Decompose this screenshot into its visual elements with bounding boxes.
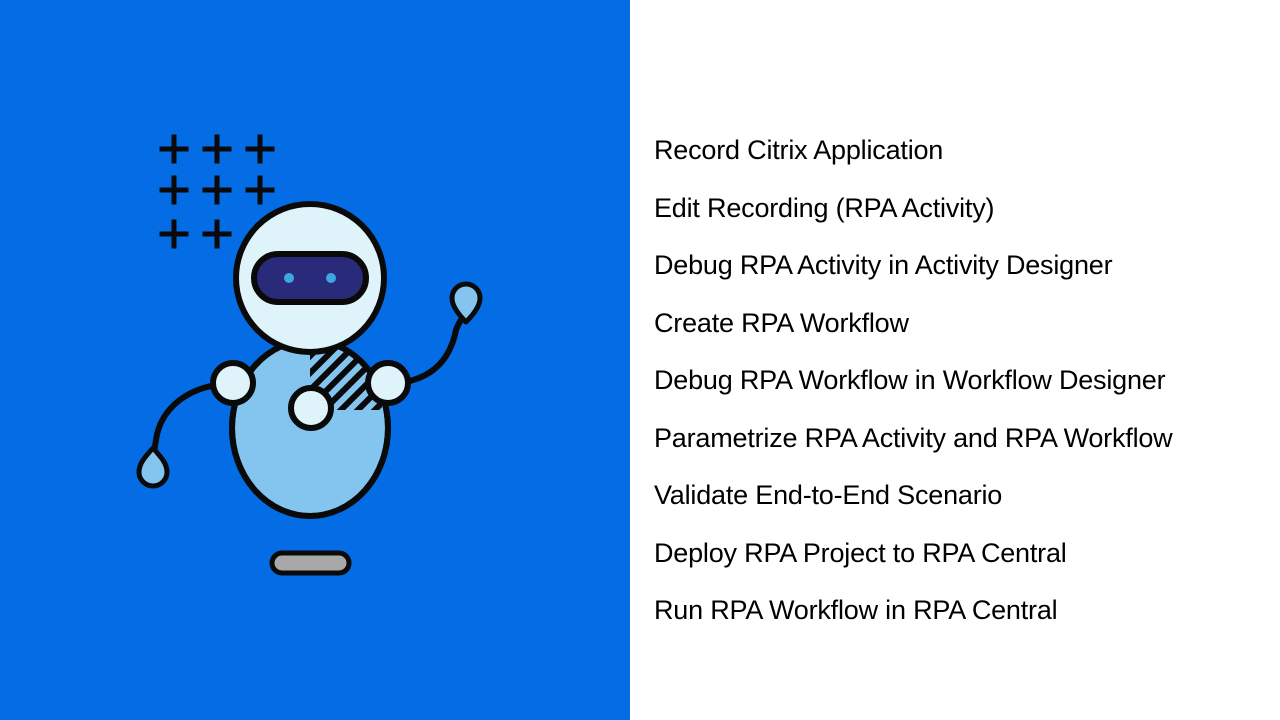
step-item: Validate End-to-End Scenario [654, 480, 1003, 510]
plus-icon [159, 134, 189, 164]
plus-icon [245, 175, 275, 205]
robot-eye-right [326, 273, 336, 283]
step-item: Debug RPA Workflow in Workflow Designer [654, 365, 1166, 395]
step-item: Record Citrix Application [654, 135, 944, 165]
robot-left-shoulder [210, 360, 256, 406]
plus-icon [202, 219, 232, 249]
robot-eye-left [284, 273, 294, 283]
plus-icon [159, 175, 189, 205]
plus-icon [159, 219, 189, 249]
plus-icon [202, 175, 232, 205]
robot-waving-icon [136, 201, 483, 576]
step-item: Create RPA Workflow [654, 307, 909, 338]
plus-icon [245, 134, 275, 164]
illustration-panel [0, 0, 630, 720]
step-item: Edit Recording (RPA Activity) [654, 192, 995, 223]
step-item: Deploy RPA Project to RPA Central [654, 537, 1067, 568]
steps-panel: Record Citrix Application Edit Recording… [630, 0, 1280, 720]
robot-left-hand [136, 445, 170, 489]
robot-right-shoulder [365, 360, 411, 406]
robot-chest-button [288, 385, 334, 431]
plus-icon [202, 134, 232, 164]
steps-list: Record Citrix Application Edit Recording… [654, 122, 1173, 640]
step-item: Debug RPA Activity in Activity Designer [654, 250, 1113, 280]
step-item: Parametrize RPA Activity and RPA Workflo… [654, 422, 1173, 453]
robot-right-hand [449, 281, 483, 325]
robot-base-shadow [269, 550, 352, 576]
step-item: Run RPA Workflow in RPA Central [654, 595, 1058, 625]
robot-visor [251, 251, 369, 305]
robot-illustration [136, 134, 483, 576]
plus-grid-icon [159, 134, 275, 249]
